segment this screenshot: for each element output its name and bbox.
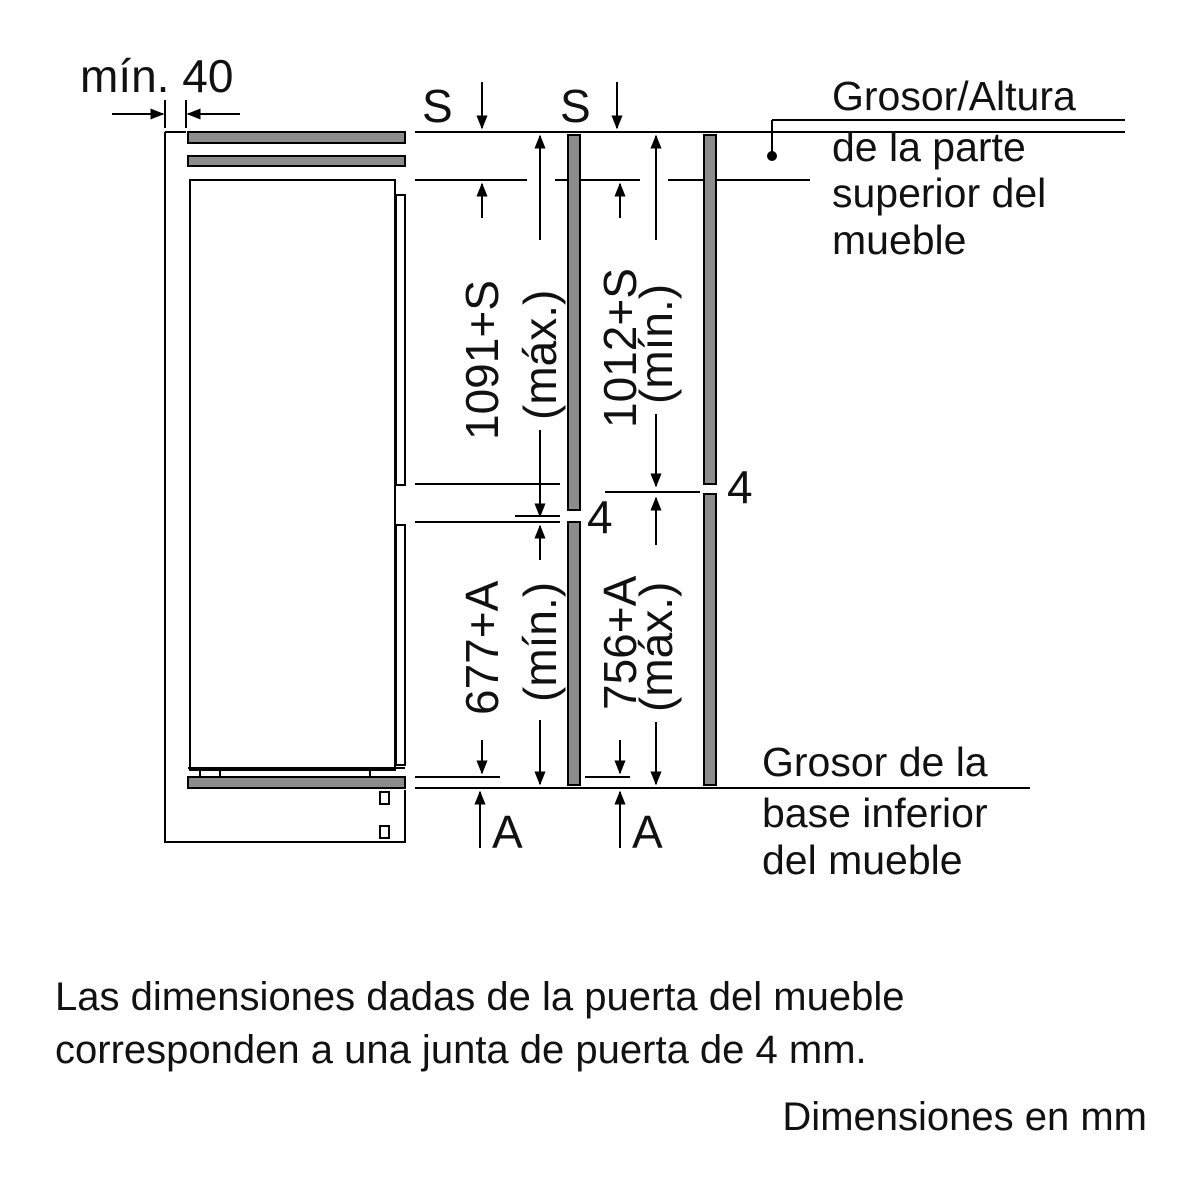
upper-door-edge <box>395 194 406 486</box>
top-callout-line-4: mueble <box>832 217 966 263</box>
foot-2 <box>379 825 390 839</box>
bottom-cabinet-board <box>187 776 406 789</box>
callout-dot <box>767 151 777 161</box>
gap-4-left: 4 <box>587 491 613 543</box>
note-line-2: corresponden a una junta de puerta de 4 … <box>55 1028 867 1072</box>
dim-677-note: (mín.) <box>514 582 566 702</box>
appliance-top-rail <box>187 155 406 167</box>
s-markers: S S <box>422 80 623 132</box>
a-label-right: A <box>632 806 663 858</box>
left-upper-door-panel <box>567 134 581 511</box>
left-lower-door-panel <box>567 521 581 786</box>
right-upper-door-panel <box>703 134 717 485</box>
top-callout: Grosor/Altura de la parte superior del m… <box>767 73 1125 263</box>
foot-1 <box>379 791 390 805</box>
top-callout-line-3: superior del <box>832 170 1046 216</box>
a-label-left: A <box>492 806 523 858</box>
lower-door-edge <box>395 524 406 766</box>
bottom-callout: Grosor de la base inferior del mueble <box>762 739 988 883</box>
min-40-label: mín. 40 <box>80 50 233 102</box>
dim-1012-note: (mín.) <box>630 284 682 404</box>
s-label-left: S <box>422 80 453 132</box>
top-callout-line-2: de la parte <box>832 124 1026 170</box>
bottom-callout-line-3: del mueble <box>762 837 963 883</box>
units-note: Dimensiones en mm <box>782 1095 1147 1139</box>
note-line-1: Las dimensiones dadas de la puerta del m… <box>55 975 904 1019</box>
dim-1091-label: 1091+S <box>456 280 508 440</box>
right-column-dimensions: 1012+S (mín.) 756+A (máx.) A 4 <box>594 134 753 858</box>
appliance-body <box>189 179 396 771</box>
dim-677-label: 677+A <box>456 580 508 715</box>
dim-756-label: 756+A <box>594 575 646 710</box>
bottom-callout-line-1: Grosor de la <box>762 739 988 785</box>
dim-1012-label: 1012+S <box>594 268 646 428</box>
dim-756-note: (máx.) <box>630 582 682 712</box>
left-column-dimensions: 1091+S (máx.) 677+A (mín.) A 4 <box>456 134 613 858</box>
right-lower-door-panel <box>703 493 717 786</box>
door-panels <box>567 134 717 786</box>
gap-4-right: 4 <box>727 461 753 513</box>
top-cabinet-board <box>187 131 406 144</box>
bottom-callout-line-2: base inferior <box>762 790 988 836</box>
min-40-dimension: mín. 40 <box>80 50 240 128</box>
dim-1091-note: (máx.) <box>514 290 566 420</box>
appliance-side-view <box>164 131 406 843</box>
footer-note: Las dimensiones dadas de la puerta del m… <box>55 975 1147 1139</box>
top-callout-line-1: Grosor/Altura <box>832 73 1076 119</box>
s-label-right: S <box>560 80 591 132</box>
